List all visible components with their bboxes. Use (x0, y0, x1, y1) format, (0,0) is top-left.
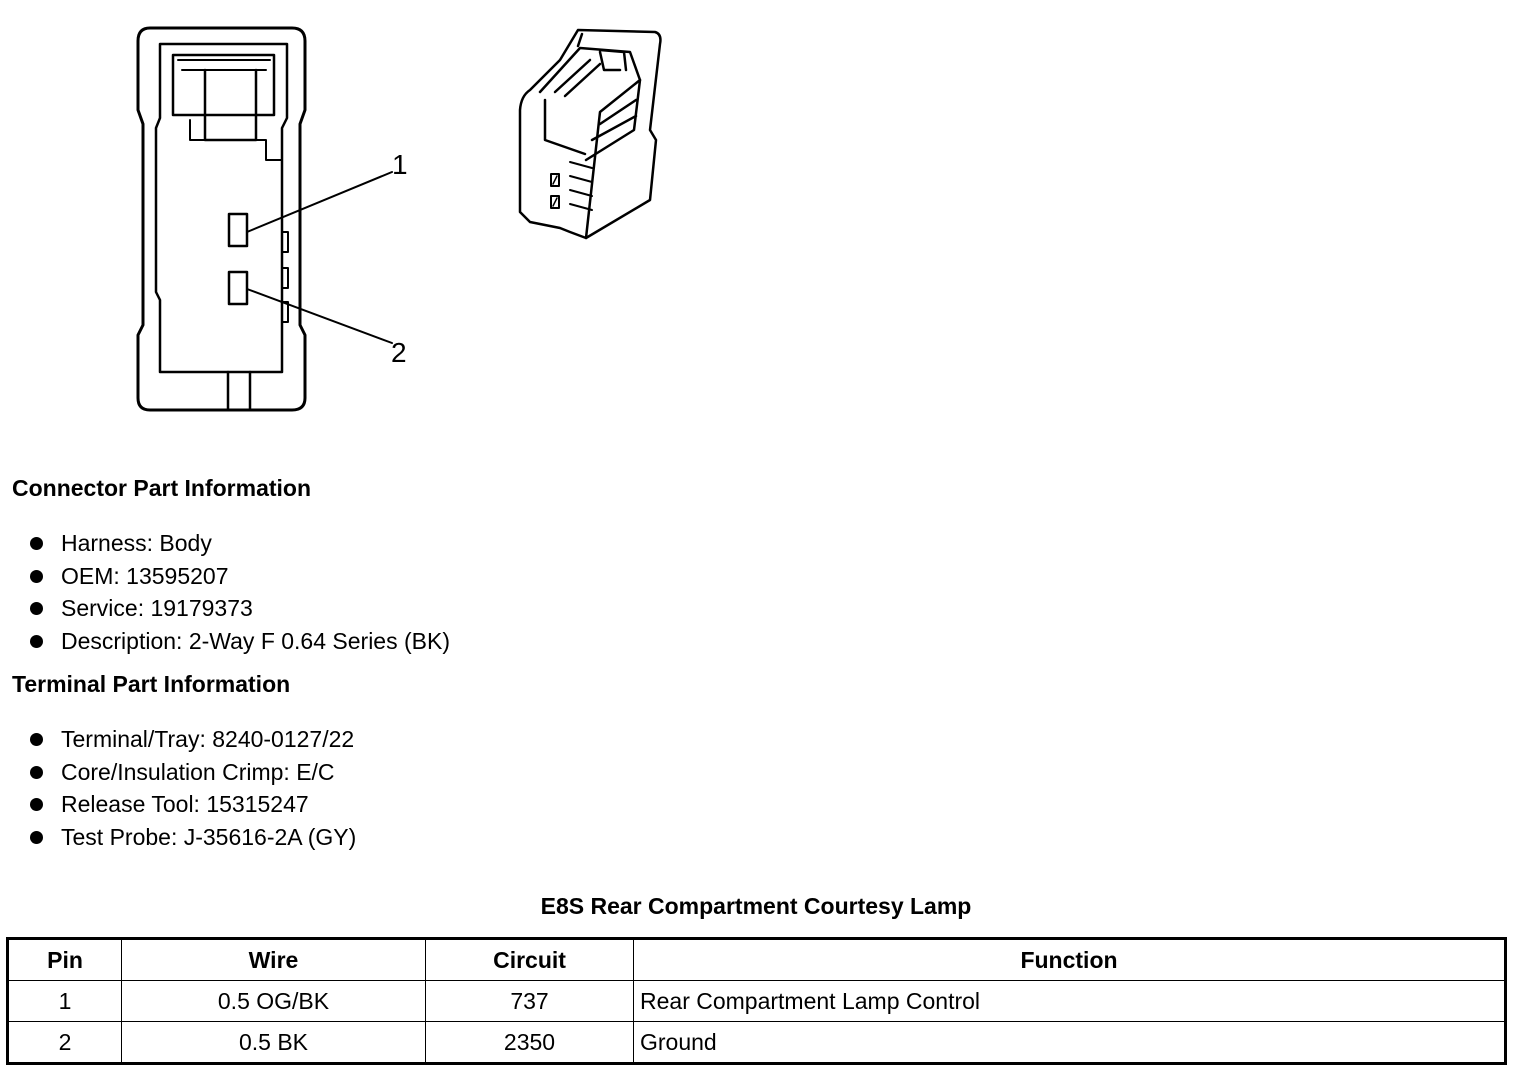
table-row: 2 0.5 BK 2350 Ground (7, 1021, 1506, 1064)
bullet-icon (30, 798, 43, 812)
connector-isometric-view (518, 28, 662, 240)
connector-face-view: 1 2 (136, 26, 408, 412)
cell-wire: 0.5 OG/BK (121, 980, 426, 1022)
bullet-icon (30, 830, 43, 844)
list-item: Service: 19179373 (30, 592, 450, 625)
pinout-table: Pin Wire Circuit Function 1 0.5 OG/BK 73… (6, 937, 1507, 1065)
cavity-2 (227, 270, 249, 306)
list-item: OEM: 13595207 (30, 560, 450, 593)
bullet-icon (30, 602, 43, 616)
iso-cavity-2 (550, 195, 560, 209)
cell-pin: 2 (7, 1021, 122, 1064)
cell-pin: 1 (7, 980, 122, 1022)
connector-info-list: Harness: Body OEM: 13595207 Service: 191… (30, 527, 450, 658)
column-header-pin: Pin (7, 938, 122, 981)
column-header-function: Function (633, 938, 1506, 981)
list-item: Description: 2-Way F 0.64 Series (BK) (30, 625, 450, 658)
list-item: Harness: Body (30, 527, 450, 560)
bullet-icon (30, 732, 43, 746)
callout-2: 2 (391, 337, 407, 368)
connector-diagram: 1 2 (136, 26, 662, 412)
list-item: Core/Insulation Crimp: E/C (30, 756, 356, 789)
callout-1: 1 (392, 149, 408, 180)
list-item: Release Tool: 15315247 (30, 788, 356, 821)
table-title: E8S Rear Compartment Courtesy Lamp (540, 893, 972, 919)
bullet-icon (30, 634, 43, 648)
table-row: 1 0.5 OG/BK 737 Rear Compartment Lamp Co… (7, 980, 1506, 1022)
cell-function: Rear Compartment Lamp Control (633, 980, 1506, 1022)
connector-info-heading: Connector Part Information (12, 475, 312, 501)
cell-circuit: 2350 (425, 1021, 634, 1064)
list-item: Test Probe: J-35616-2A (GY) (30, 821, 356, 854)
table-header-row: Pin Wire Circuit Function (7, 938, 1506, 981)
cell-function: Ground (633, 1021, 1506, 1064)
terminal-info-list: Terminal/Tray: 8240-0127/22 Core/Insulat… (30, 723, 356, 854)
column-header-wire: Wire (121, 938, 426, 981)
column-header-circuit: Circuit (425, 938, 634, 981)
cell-wire: 0.5 BK (121, 1021, 426, 1064)
cell-circuit: 737 (425, 980, 634, 1022)
cavity-1 (227, 212, 249, 248)
list-item: Terminal/Tray: 8240-0127/22 (30, 723, 356, 756)
iso-cavity-1 (550, 173, 560, 187)
bullet-icon (30, 569, 43, 583)
bullet-icon (30, 765, 43, 779)
terminal-info-heading: Terminal Part Information (12, 671, 291, 697)
bullet-icon (30, 536, 43, 550)
